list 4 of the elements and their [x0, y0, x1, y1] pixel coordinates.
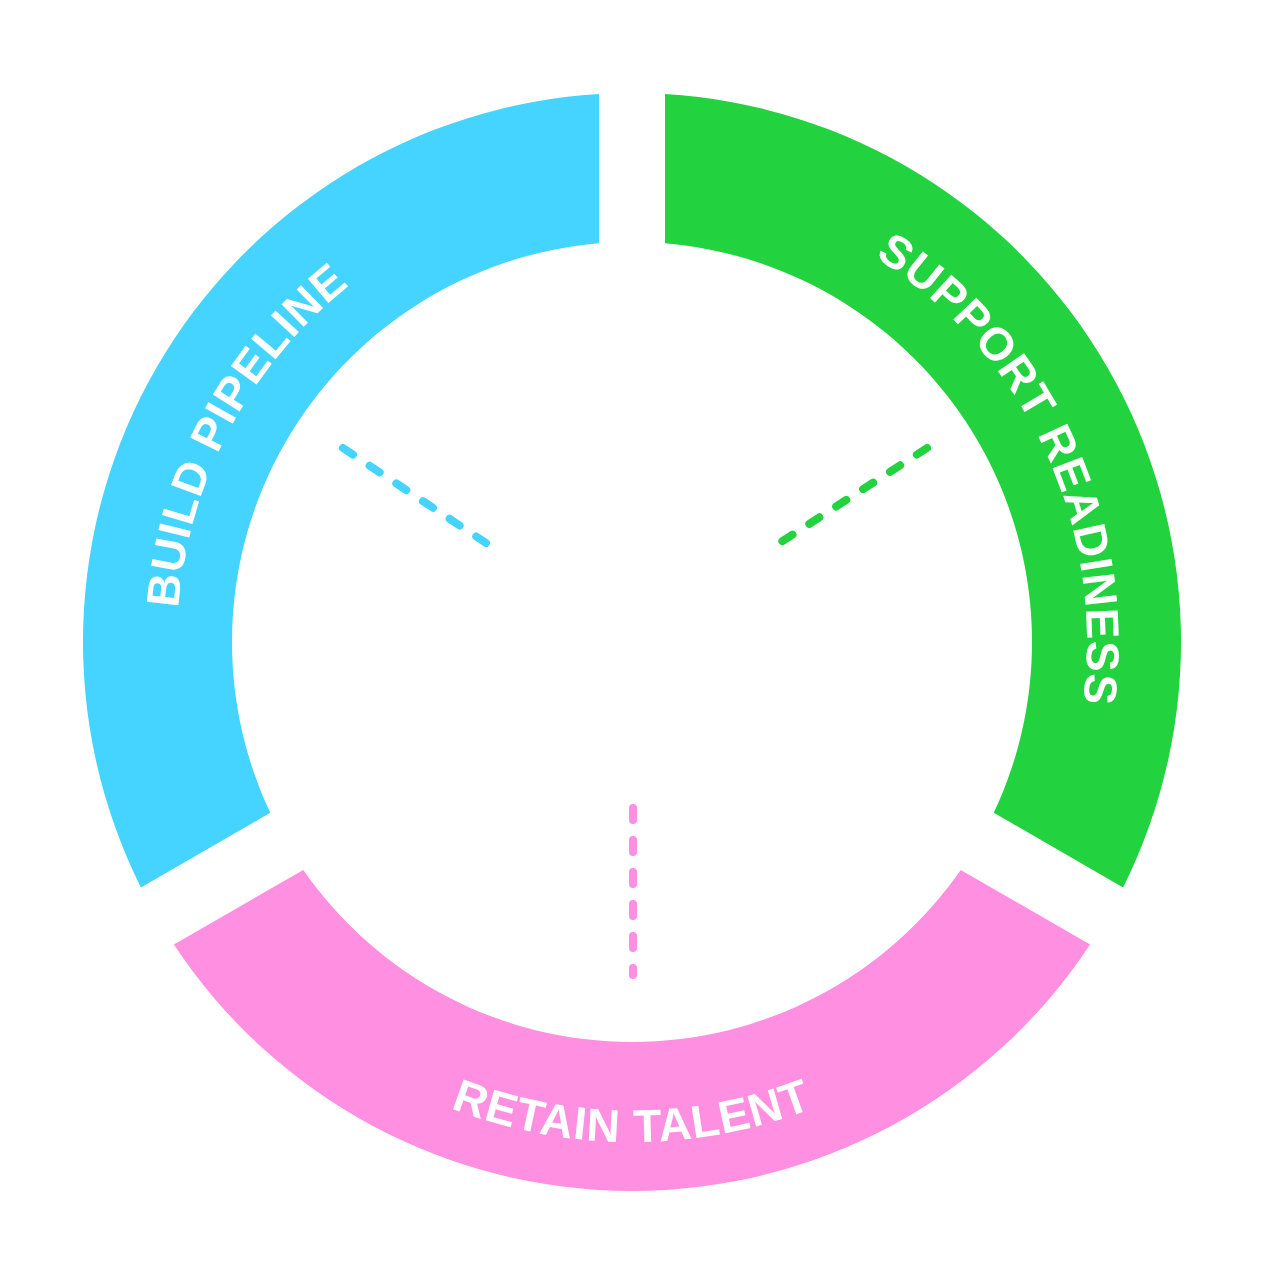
ring-segment: [83, 94, 599, 888]
ring-segment: [173, 869, 1091, 1191]
ring-segment: [665, 94, 1181, 888]
segment-label: RETAIN TALENT: [447, 1068, 817, 1153]
